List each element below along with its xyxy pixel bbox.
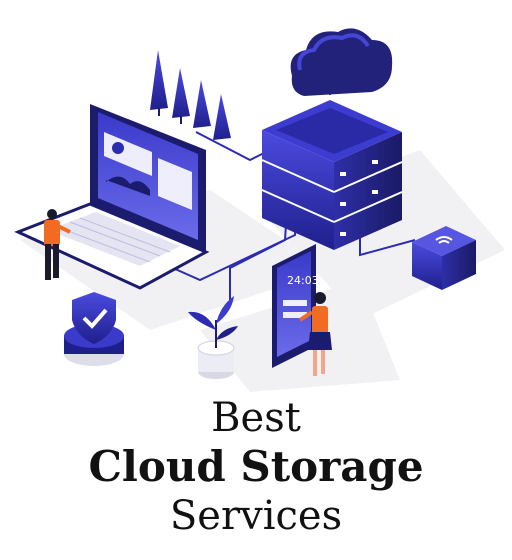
person-standing (44, 209, 71, 280)
shield-icon (64, 292, 124, 366)
plant (188, 296, 238, 379)
phone-time: 24:03 (287, 274, 319, 287)
server-rack (261, 100, 403, 250)
cloud-icon (290, 28, 393, 96)
wifi-box (412, 226, 476, 290)
cloud-storage-illustration: 24:03 (14, 28, 505, 392)
heading-line-1: Best (211, 395, 301, 441)
tree-icons (150, 50, 231, 140)
person-with-phone (298, 292, 332, 376)
heading-line-2: Cloud Storage (88, 442, 424, 491)
smartphone: 24:03 (272, 244, 319, 368)
laptop (14, 104, 210, 290)
heading-line-3: Services (169, 493, 343, 539)
